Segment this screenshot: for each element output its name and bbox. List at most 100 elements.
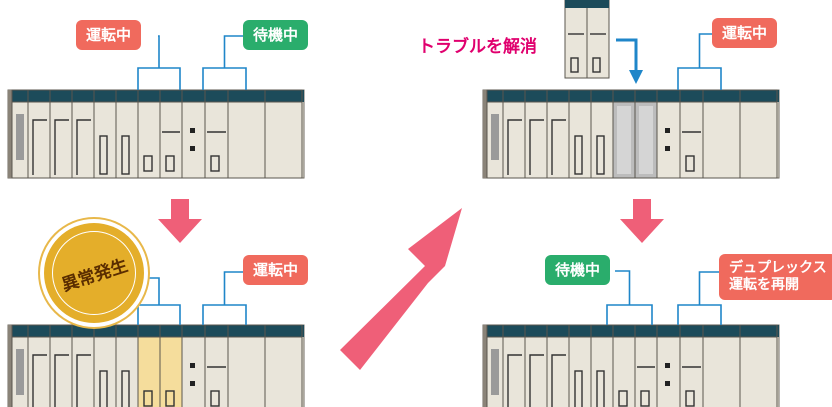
power-indicator: [16, 349, 24, 395]
slot-head: [181, 324, 206, 338]
module-line: [507, 119, 522, 175]
slot-head: [612, 324, 636, 338]
slot-body: [227, 101, 266, 179]
slot-body: [115, 101, 139, 179]
slot-body: [159, 101, 183, 179]
status-dot: [190, 128, 195, 133]
rack-slot-cpu-b: [137, 89, 161, 179]
slot-head: [679, 324, 704, 338]
slot-head: [656, 89, 681, 103]
rack-slot-cpu-a1: [27, 89, 51, 179]
rack-slot-spare-2: [264, 324, 303, 407]
duplex-resume-label: デュプレックス 運転を再開: [719, 254, 832, 300]
slot-body: [656, 336, 681, 407]
flow-arrow-down-right: [620, 199, 664, 243]
status-dot: [190, 146, 195, 151]
slot-body: [93, 101, 117, 179]
rack-slot-io-a1: [568, 89, 592, 179]
slot-body: [590, 101, 614, 179]
slot-body: [656, 101, 681, 179]
module-slot: [165, 155, 175, 172]
empty-slot-shade: [617, 106, 631, 174]
module-slot: [99, 370, 108, 407]
slot-head: [546, 324, 570, 338]
slot-body: [27, 336, 51, 407]
slot-body: [204, 101, 229, 179]
connector-line: [698, 33, 712, 68]
connector-line: [223, 271, 243, 305]
power-indicator: [491, 114, 499, 160]
module-slot: [210, 390, 220, 407]
connector-line: [158, 35, 160, 68]
duplex-resume-line-2: 運転を再開: [729, 277, 799, 293]
rack-end-cap: [8, 325, 14, 407]
module-line: [54, 119, 69, 175]
empty-slot-shade: [639, 106, 653, 174]
slot-head: [524, 89, 548, 103]
connector-running-2: [202, 271, 247, 325]
module-line: [551, 354, 566, 407]
connector-line: [137, 67, 181, 90]
rack-slot-cpu-a2: [524, 324, 548, 407]
power-indicator: [491, 349, 499, 395]
reinsert-arrow-head: [629, 70, 643, 84]
rack-slot-io-a2: [590, 89, 614, 179]
connector-line: [202, 304, 247, 325]
connector-duplex: [677, 271, 722, 325]
rack-slot-cpu-b: [612, 324, 636, 407]
module-slot: [165, 390, 175, 407]
slot-head: [568, 89, 592, 103]
rack-slot-spare-2: [264, 89, 303, 179]
module-slot: [143, 155, 153, 172]
slot-body: [546, 101, 570, 179]
status-dot: [665, 128, 670, 133]
slot-head: [204, 89, 229, 103]
slot-body: [27, 101, 51, 179]
rack-slot-spare-2: [739, 89, 778, 179]
module-slot: [592, 57, 601, 73]
slot-head: [227, 324, 266, 338]
slot-head: [137, 89, 161, 103]
slot-head: [11, 324, 29, 338]
slot-body: [71, 336, 95, 407]
module-slot: [685, 390, 695, 407]
reinsert-arrow: [616, 38, 643, 84]
module-head: [587, 0, 609, 8]
connector-standby-2: [606, 270, 653, 325]
connector-fault: [137, 277, 181, 325]
slot-head: [679, 89, 704, 103]
slot-head: [524, 324, 548, 338]
slot-body: [49, 101, 73, 179]
module-slot: [143, 390, 153, 407]
slot-body: [502, 336, 526, 407]
running-label: 運転中: [243, 255, 309, 285]
module-slot: [596, 370, 605, 407]
fault-seal-ring: [52, 231, 136, 315]
slot-head: [634, 89, 658, 103]
module-slot: [574, 370, 583, 407]
slot-head: [656, 324, 681, 338]
slot-head: [159, 324, 183, 338]
module-line: [529, 119, 544, 175]
module-slot: [685, 155, 695, 172]
slot-body: [634, 336, 658, 407]
module-line: [32, 119, 47, 175]
module-line: [32, 354, 47, 407]
rack-slot-io-b1: [634, 324, 658, 407]
module-slot: [121, 135, 130, 175]
connector-line: [146, 277, 160, 305]
slot-body: [181, 336, 206, 407]
slot-body: [524, 101, 548, 179]
slot-body: [739, 336, 778, 407]
slot-head: [27, 89, 51, 103]
slot-head: [568, 324, 592, 338]
module-slot: [121, 370, 130, 407]
rack-panel-2: [7, 324, 305, 407]
rack-panel-4: [482, 324, 780, 407]
status-dot: [190, 381, 195, 386]
slot-body: [264, 336, 303, 407]
rack-slot-spare-2: [739, 324, 778, 407]
slot-body: [702, 336, 741, 407]
rack-slot-spare-1: [227, 324, 266, 407]
slot-head: [612, 89, 636, 103]
